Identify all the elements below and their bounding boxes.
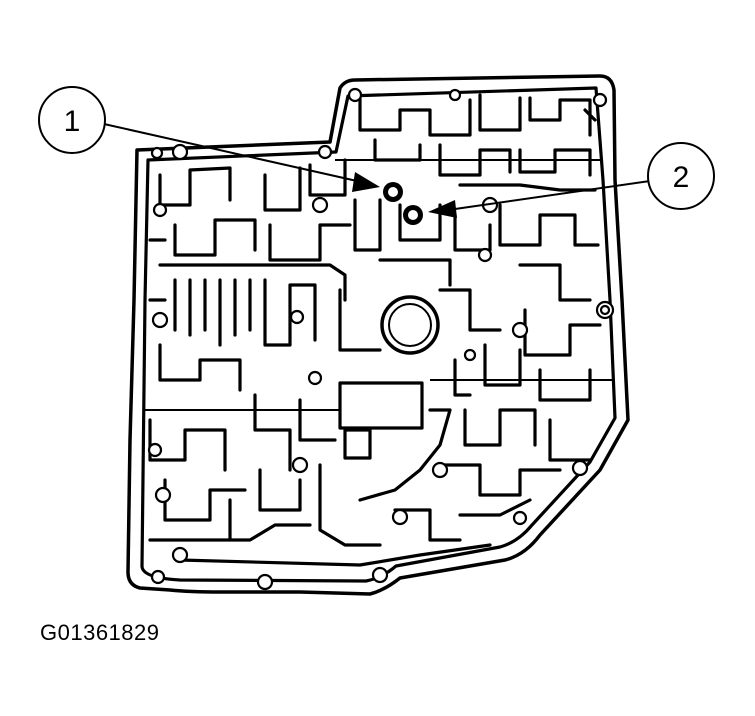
plate-outline <box>126 74 630 596</box>
callout-1-circle <box>38 86 106 154</box>
callout-2: 2 <box>428 142 715 218</box>
callout-1-number: 1 <box>64 105 81 138</box>
figure-id-label: G01361829 <box>40 620 160 645</box>
check-ball-1 <box>383 182 403 202</box>
callout-2-arrowhead <box>428 200 457 218</box>
callout-1: 1 <box>38 86 380 192</box>
check-ball-2 <box>403 205 423 225</box>
center-boss <box>380 295 440 355</box>
callout-2-circle <box>647 142 715 210</box>
bolt-holes <box>147 87 615 591</box>
callout-1-arrowhead <box>352 172 380 192</box>
callout-2-number: 2 <box>673 161 690 194</box>
